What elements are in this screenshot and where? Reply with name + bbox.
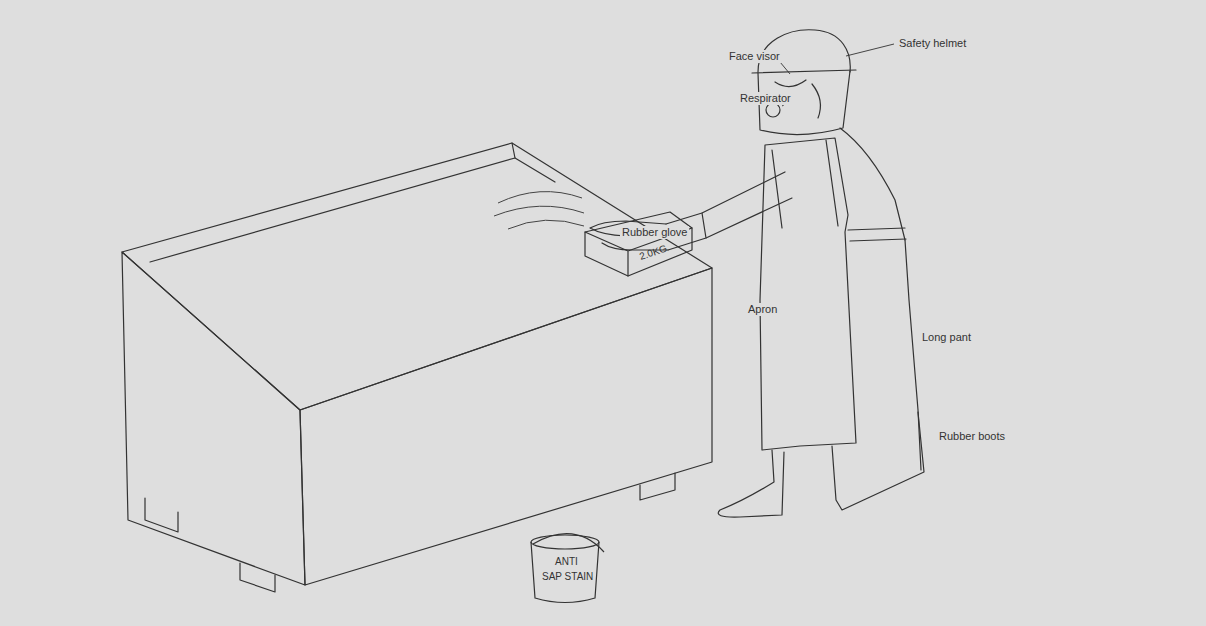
part-label: Long pant (920, 331, 973, 344)
tank-foot (240, 563, 275, 592)
bucket (531, 534, 604, 603)
leader-line (846, 44, 894, 56)
bucket-text: SAP STAIN (540, 571, 595, 583)
splash-line (498, 192, 582, 203)
belt (848, 228, 906, 241)
tank-foot (640, 473, 675, 500)
respirator (766, 103, 780, 117)
helmet-brim (752, 70, 856, 73)
bucket-handle (533, 534, 604, 552)
tank (122, 143, 712, 592)
part-label: Rubber boots (937, 430, 1007, 443)
boot (832, 412, 924, 510)
leaders (780, 44, 894, 106)
part-label: Safety helmet (897, 37, 968, 50)
tank-side (122, 252, 305, 585)
long-pant (905, 240, 921, 470)
part-label: Rubber glove (620, 226, 689, 239)
leader-line (780, 62, 790, 74)
arm (666, 172, 785, 224)
part-label: Respirator (738, 92, 793, 105)
worker (585, 30, 924, 517)
bucket-rim (531, 535, 599, 549)
tank-foot (145, 498, 178, 532)
splash-line (508, 220, 584, 229)
apron (760, 138, 856, 450)
tank-rim (150, 158, 555, 262)
tank-front (300, 268, 712, 585)
splash (494, 192, 584, 229)
bucket-body (531, 542, 599, 603)
glove-cuff (702, 213, 706, 238)
part-label: Apron (746, 303, 779, 316)
block (585, 212, 692, 276)
splash-line (494, 206, 584, 216)
weight-mark: 2.0KG (636, 242, 670, 263)
boot (718, 450, 784, 517)
bucket-text: ANTI (553, 556, 580, 568)
back (840, 128, 905, 240)
part-label: Face visor (727, 50, 782, 63)
apron-strap (772, 140, 838, 228)
tank-rim (512, 143, 515, 158)
